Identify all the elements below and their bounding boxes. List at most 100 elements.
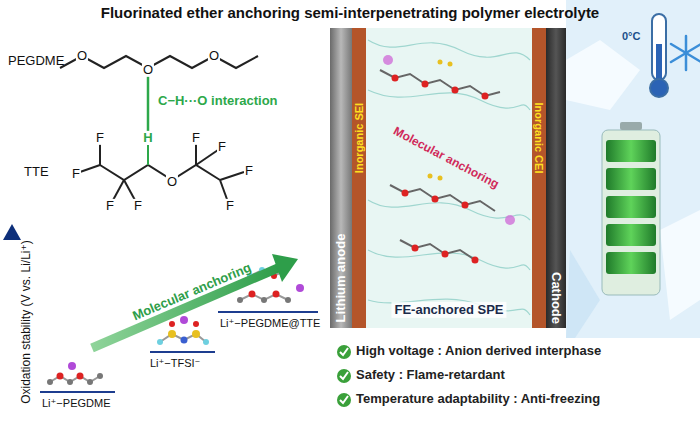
atom-symbol: F: [71, 167, 81, 181]
pegdme-bonds: [60, 56, 258, 68]
electrolyte-region: Molecular anchoringFE-anchored SPE: [366, 28, 532, 328]
atom: [169, 321, 175, 327]
ice-shard: [566, 250, 600, 338]
atom: [157, 339, 163, 345]
atom-symbol: O: [76, 49, 88, 63]
figure-title: Fluorinated ether anchoring semi-interpe…: [0, 5, 700, 22]
interaction-label: C−H···O interaction: [158, 94, 278, 108]
interphase-band: Inorganic CEI: [532, 28, 546, 328]
ice-shard: [566, 40, 640, 110]
atom: [259, 267, 265, 273]
trend-arrowhead: [272, 254, 298, 282]
ice-shard: [660, 210, 700, 320]
bond: [195, 142, 197, 165]
thermometer-bulb: [650, 79, 668, 97]
atom-symbol: F: [105, 199, 115, 213]
atom: [271, 273, 277, 279]
energy-level: [150, 351, 215, 353]
thermometer-fluid: [656, 44, 662, 84]
check-icon: [337, 345, 351, 359]
interphase-band: Inorganic SEI: [352, 28, 366, 328]
atom: [203, 339, 209, 345]
cathode-band: Cathode: [546, 28, 566, 328]
atom-symbol: O: [142, 63, 154, 77]
level-label: Li⁺−PEGDME: [42, 397, 110, 409]
bond: [196, 150, 218, 165]
electrode-label: Lithium anode: [334, 234, 348, 323]
bond: [220, 172, 244, 180]
molecule-name: PEGDME: [8, 54, 64, 68]
atom-symbol: H: [142, 131, 153, 145]
atom-symbol: F: [244, 164, 254, 178]
check-icon: [337, 369, 351, 383]
battery-cell: [606, 224, 656, 246]
anode-band: Lithium anode: [330, 28, 352, 328]
snowflake-arm: [685, 36, 688, 70]
atom: [249, 291, 256, 298]
snowflake: [671, 36, 700, 70]
check-mark: [340, 348, 348, 355]
atom: [97, 373, 103, 379]
bond: [80, 165, 100, 172]
atom: [283, 267, 289, 273]
atom-symbol: F: [225, 199, 235, 213]
atom-symbol: F: [95, 131, 105, 145]
trend-arrow: [92, 268, 278, 348]
feature-item: Safety : Flame-retardant: [356, 368, 505, 382]
atom: [57, 373, 64, 380]
battery-body: [602, 130, 660, 295]
atom: [193, 321, 199, 327]
axis-arrow: [10, 238, 15, 422]
interphase-label: Inorganic SEI: [353, 103, 365, 173]
feature-item: Temperature adaptability : Anti-freezing: [356, 392, 600, 406]
atom-symbol: F: [191, 131, 201, 145]
atom: [261, 297, 267, 303]
energy-level: [218, 311, 318, 313]
bond: [50, 376, 100, 382]
atom: [47, 379, 53, 385]
tte-bonds: [100, 165, 220, 180]
atom: [237, 297, 243, 303]
thermometer: [652, 14, 666, 80]
level-label: Li⁺−PEGDME@TTE: [220, 317, 320, 329]
atom: [273, 291, 280, 298]
level-label: Li⁺−TFSI⁻: [150, 357, 200, 369]
atom-symbol: F: [133, 199, 143, 213]
energy-level: [40, 391, 115, 393]
temperature-label: 0°C: [622, 30, 640, 42]
atom: [181, 337, 188, 344]
arrow-label: Molecular anchoring: [131, 261, 254, 324]
check-icons: [337, 345, 351, 407]
ice-background: [566, 0, 700, 338]
molecule-model: [47, 362, 103, 385]
atom: [77, 373, 84, 380]
atom: [192, 330, 200, 338]
axis-title: Oxidation stability (V vs. Li/Li⁺): [20, 240, 33, 404]
atom-symbol: O: [166, 175, 178, 189]
molecule-name: TTE: [24, 165, 49, 179]
lithium-ion: [180, 316, 188, 324]
molecule-model: [157, 316, 209, 345]
atom: [285, 297, 291, 303]
region-label: FE-anchored SPE: [391, 302, 506, 318]
atom: [67, 379, 73, 385]
hydrogen-bond: [147, 76, 150, 131]
feature-item: High voltage : Anion derived interphase: [356, 344, 601, 358]
axis-arrowhead: [3, 224, 21, 240]
battery-terminal: [620, 122, 642, 130]
electrode-label: Cathode: [549, 272, 563, 324]
check-icon: [337, 393, 351, 407]
atom-symbol: F: [217, 140, 227, 154]
atom: [87, 379, 93, 385]
bond: [250, 270, 286, 276]
check-mark: [340, 396, 348, 403]
snowflake-arm: [671, 44, 700, 62]
battery-cell: [606, 196, 656, 218]
battery-cell: [606, 168, 656, 190]
lithium-ion: [296, 284, 304, 292]
snowflake-arm: [671, 44, 700, 62]
battery-cell: [606, 140, 656, 162]
atom: [168, 330, 176, 338]
bond: [99, 142, 101, 165]
